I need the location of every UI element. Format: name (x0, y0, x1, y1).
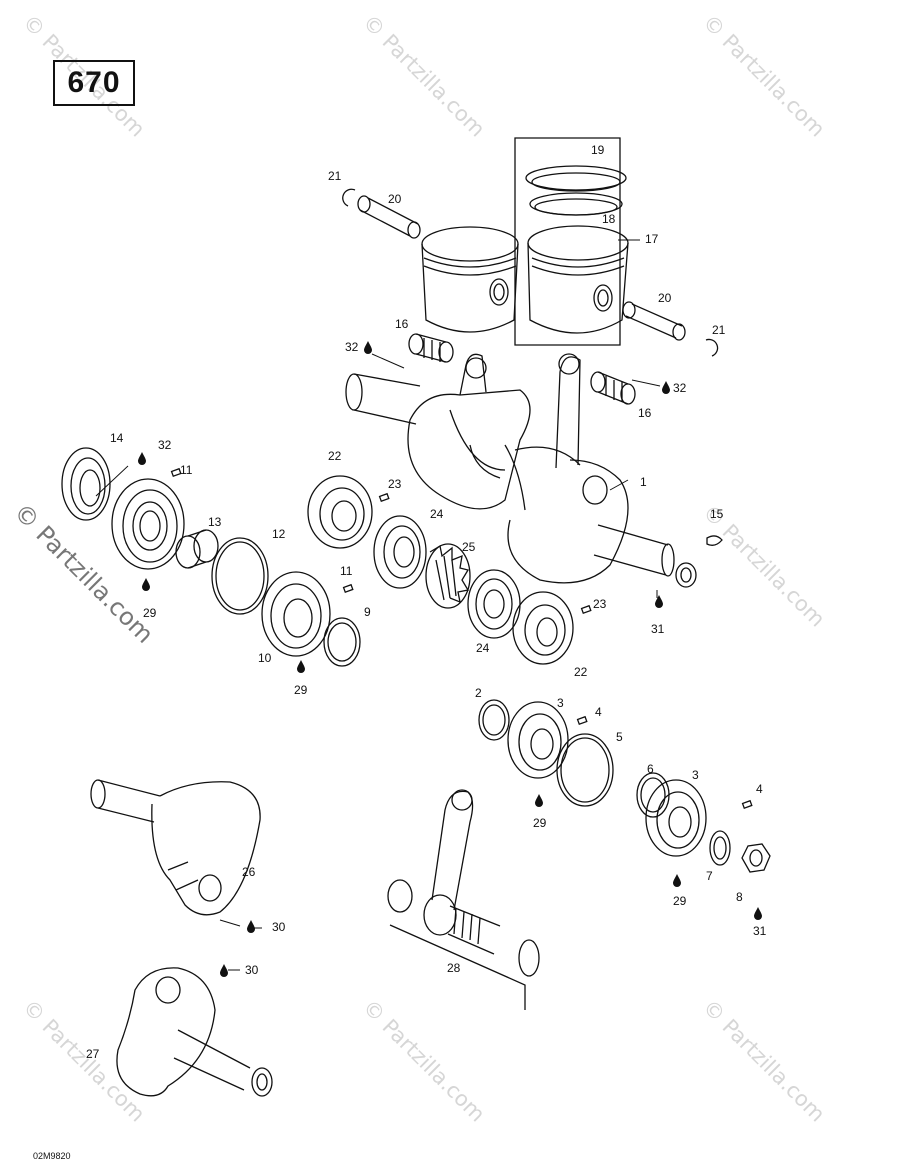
circlip (705, 338, 719, 357)
callout: 9 (364, 605, 371, 619)
ball-bearing-left (111, 478, 185, 570)
callout: 12 (272, 527, 286, 541)
callout: 23 (388, 477, 402, 491)
dowel-pin (170, 467, 182, 478)
dowel-pin (342, 583, 354, 594)
callout: 3 (557, 696, 564, 710)
crank-half-26 (90, 779, 261, 916)
callout: 11 (180, 463, 193, 477)
callout: 14 (110, 431, 124, 445)
callout: 16 (638, 406, 652, 420)
callout: 32 (673, 381, 687, 395)
ball-bearing-3-lower (645, 779, 707, 857)
callout: 10 (258, 651, 272, 665)
callout: 17 (645, 232, 659, 246)
callout: 29 (143, 606, 157, 620)
callout: 18 (602, 212, 616, 226)
ring (323, 617, 361, 667)
callout: 29 (294, 683, 308, 697)
o-ring-large (211, 537, 269, 615)
key (706, 535, 723, 546)
callout: 11 (340, 564, 353, 578)
callout: 16 (395, 317, 409, 331)
callout: 30 (272, 920, 286, 934)
washer-7 (709, 830, 731, 866)
callout: 7 (706, 869, 713, 883)
callout: 28 (447, 961, 461, 975)
callout: 24 (476, 641, 490, 655)
connecting-rod-28 (387, 789, 540, 1010)
callout: 5 (616, 730, 623, 744)
o-ring-5 (556, 733, 614, 807)
piston-right (527, 225, 629, 334)
callout: 3 (692, 768, 699, 782)
callout: 8 (736, 890, 743, 904)
piston-left (421, 226, 519, 333)
needle-bearing-right (590, 371, 636, 405)
piston-pin-right (622, 301, 686, 341)
callout: 29 (533, 816, 547, 830)
callout: 13 (208, 515, 222, 529)
seal-24 (373, 515, 427, 589)
callout: 1 (640, 475, 647, 489)
callout: 27 (86, 1047, 100, 1061)
callout: 4 (756, 782, 763, 796)
ring-2 (478, 699, 510, 741)
ball-bearing-22 (307, 475, 373, 549)
callout: 29 (673, 894, 687, 908)
crankshaft-assembly (345, 353, 697, 588)
callout: 21 (328, 169, 342, 183)
ring-6 (636, 772, 670, 818)
ball-bearing-3 (507, 701, 569, 779)
gear-25 (425, 543, 471, 609)
pin-4 (741, 799, 753, 810)
callout: 4 (595, 705, 602, 719)
oil-drop-icon (138, 341, 762, 977)
callout: 32 (345, 340, 359, 354)
callout: 23 (593, 597, 607, 611)
callout: 32 (158, 438, 172, 452)
ball-bearing-22-lower (512, 591, 574, 665)
callout: 31 (753, 924, 767, 938)
nut-8 (741, 843, 771, 873)
callout: 26 (242, 865, 256, 879)
piston-kit-bracket (514, 137, 621, 346)
callout: 24 (430, 507, 444, 521)
seal-24-lower (467, 569, 521, 639)
crank-half-27 (116, 967, 273, 1097)
callout: 15 (710, 507, 724, 521)
piston-pin-left (357, 195, 421, 239)
callout: 30 (245, 963, 259, 977)
callout: 22 (574, 665, 588, 679)
pin-23 (378, 492, 390, 503)
oil-seal-left (61, 447, 111, 521)
callout: 21 (712, 323, 726, 337)
ball-bearing-10 (261, 571, 331, 657)
callout: 20 (388, 192, 402, 206)
callout: 25 (462, 540, 476, 554)
callout: 2 (475, 686, 482, 700)
callout: 6 (647, 762, 654, 776)
piston-ring (525, 165, 627, 191)
sleeve (175, 529, 219, 569)
callout-labels: 21 20 19 18 17 20 21 16 32 32 16 14 32 1… (86, 143, 767, 1061)
section-number: 670 (53, 60, 135, 106)
callout: 31 (651, 622, 665, 636)
callout: 20 (658, 291, 672, 305)
drawing-code: 02M9820 (33, 1151, 71, 1161)
callout: 19 (591, 143, 605, 157)
needle-bearing-left (408, 333, 454, 363)
pin-23 (580, 604, 592, 615)
callout: 22 (328, 449, 342, 463)
pin-4 (576, 715, 588, 726)
circlip (342, 188, 356, 207)
